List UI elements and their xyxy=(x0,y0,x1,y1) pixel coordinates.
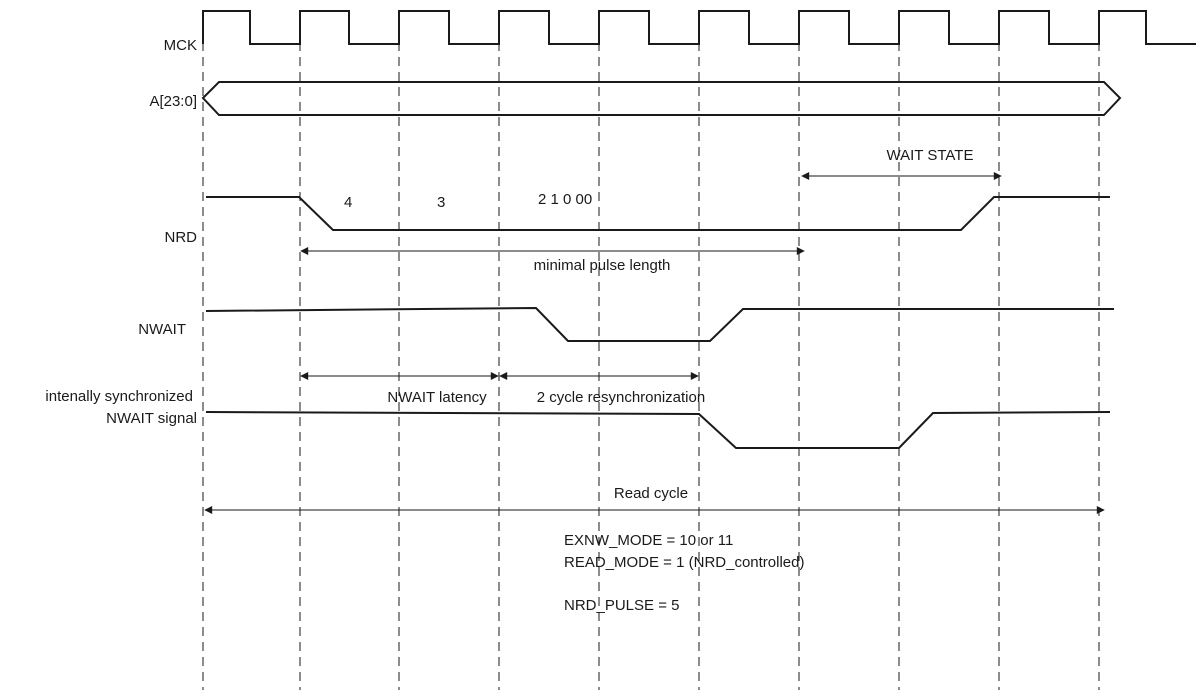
exnw-mode-note: EXNW_MODE = 10 or 11 xyxy=(564,532,733,549)
signal-label-nrd: NRD xyxy=(165,229,198,246)
read-cycle-label: Read cycle xyxy=(614,485,688,502)
resync-label: 2 cycle resynchronization xyxy=(537,389,705,406)
nrd-counter-2100: 2 1 0 00 xyxy=(538,191,592,208)
sync-nwait-waveform xyxy=(205,411,1111,449)
signal-label-sync-line2: NWAIT signal xyxy=(106,410,197,427)
nrd-counter-4: 4 xyxy=(344,194,352,211)
address-bus-waveform xyxy=(201,81,1122,116)
nwait-latency-label: NWAIT latency xyxy=(387,389,487,406)
nrd-pulse-note: NRD_PULSE = 5 xyxy=(564,597,679,614)
signal-label-address: A[23:0] xyxy=(149,93,197,110)
signal-label-sync-line1: intenally synchronized xyxy=(45,388,193,405)
nwait-waveform xyxy=(205,306,1114,342)
nrd-counter-3: 3 xyxy=(437,194,445,211)
min-pulse-label: minimal pulse length xyxy=(534,257,671,274)
nrd-waveform xyxy=(206,196,1110,231)
wait-state-label: WAIT STATE xyxy=(887,147,974,164)
signal-label-nwait: NWAIT xyxy=(138,321,186,338)
mck-waveform xyxy=(202,10,1196,45)
clock-edge-guides xyxy=(202,12,1100,690)
read-mode-note: READ_MODE = 1 (NRD_controlled) xyxy=(564,554,805,571)
signal-label-mck: MCK xyxy=(164,37,197,54)
